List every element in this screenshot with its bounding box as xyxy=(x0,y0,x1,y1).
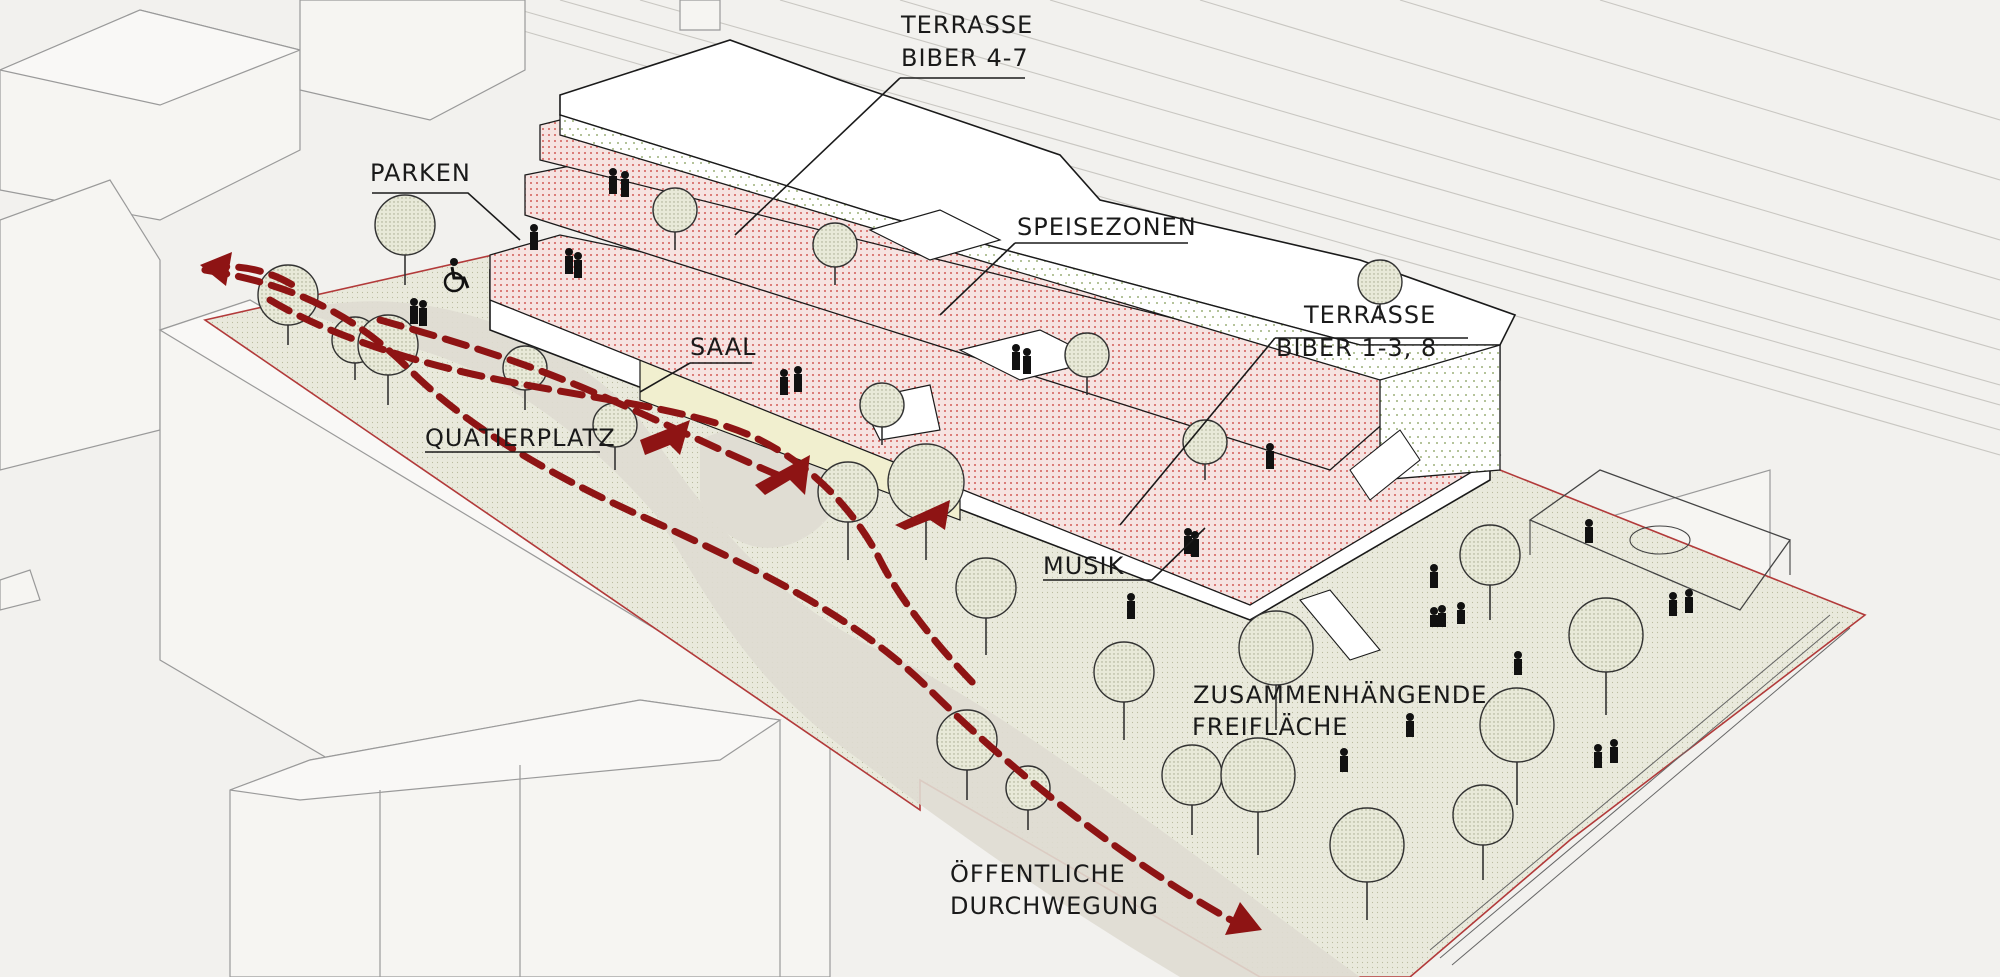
tree-symbol-icon xyxy=(1182,419,1228,480)
person-silhouette-icon xyxy=(410,298,418,324)
person-silhouette-icon xyxy=(1430,607,1438,627)
person-silhouette-icon xyxy=(565,248,573,274)
tree-symbol-icon xyxy=(1005,765,1051,830)
arrow-icon xyxy=(200,252,232,286)
tree-symbol-icon xyxy=(1238,610,1314,730)
label-terrasse-biber-4-7-line2: BIBER 4-7 xyxy=(901,44,1029,72)
tree-symbol-icon xyxy=(1459,524,1521,620)
label-freiflaeche-line1: ZUSAMMENHÄNGENDE xyxy=(1193,680,1487,709)
tree-symbol-icon xyxy=(1064,332,1110,395)
person-silhouette-icon xyxy=(609,168,617,194)
label-saal: SAAL xyxy=(690,333,757,361)
tree-symbol-icon xyxy=(1161,744,1223,835)
tree-symbol-icon xyxy=(812,222,858,285)
person-silhouette-icon xyxy=(1430,564,1438,588)
arrow-icon xyxy=(755,455,810,495)
person-silhouette-icon xyxy=(1669,592,1677,616)
tree-symbol-icon xyxy=(817,461,879,560)
person-silhouette-icon xyxy=(1438,605,1446,627)
tree-symbol-icon xyxy=(374,194,436,285)
tree-symbol-icon xyxy=(936,709,998,800)
person-silhouette-icon xyxy=(1340,748,1348,772)
person-silhouette-icon xyxy=(419,300,427,326)
leader-lines xyxy=(372,77,1468,581)
trees xyxy=(257,187,1644,920)
person-silhouette-icon xyxy=(574,252,582,278)
tree-symbol-icon xyxy=(859,382,905,445)
person-silhouette-icon xyxy=(1127,593,1135,619)
tree-symbol-icon xyxy=(1452,784,1514,880)
person-silhouette-icon xyxy=(780,369,788,395)
person-silhouette-icon xyxy=(1594,744,1602,768)
label-musik: MUSIK xyxy=(1043,552,1125,580)
tree-symbol-icon xyxy=(1220,737,1296,855)
label-parken: PARKEN xyxy=(370,159,471,187)
label-speisezonen: SPEISEZONEN xyxy=(1017,213,1197,241)
person-silhouette-icon xyxy=(1514,651,1522,675)
tree-symbol-icon xyxy=(1329,807,1405,920)
tree-symbol-icon xyxy=(1093,641,1155,740)
wheelchair-icon xyxy=(443,258,470,293)
public-route xyxy=(200,252,1262,935)
person-silhouette-icon xyxy=(1457,602,1465,624)
tree-symbol-icon xyxy=(1568,597,1644,715)
arrow-icon xyxy=(895,500,950,530)
person-silhouette-icon xyxy=(1266,443,1274,469)
tree-symbol-icon xyxy=(955,557,1017,655)
person-silhouette-icon xyxy=(1406,713,1414,737)
main-building xyxy=(489,39,1517,661)
person-silhouette-icon xyxy=(1610,739,1618,763)
labels: TERRASSE BIBER 4-7 PARKEN SPEISEZONEN TE… xyxy=(370,11,1487,920)
people xyxy=(410,168,1693,772)
person-silhouette-icon xyxy=(530,224,538,250)
sports-field xyxy=(1429,469,1851,966)
label-terrasse-biber-1-3-8-line2: BIBER 1-3, 8 xyxy=(1276,334,1437,362)
tree-symbol-icon xyxy=(652,187,698,250)
tree-symbol-icon xyxy=(257,264,319,345)
label-terrasse-biber-4-7-line1: TERRASSE xyxy=(900,11,1033,39)
person-silhouette-icon xyxy=(1191,531,1199,557)
label-terrasse-biber-1-3-8-line1: TERRASSE xyxy=(1303,301,1436,329)
arrow-icon xyxy=(1225,902,1262,935)
tree-symbol-icon xyxy=(1357,259,1403,320)
label-durchwegung-line1: ÖFFENTLICHE xyxy=(950,859,1126,888)
label-freiflaeche-line2: FREIFLÄCHE xyxy=(1192,712,1348,741)
person-silhouette-icon xyxy=(1585,519,1593,543)
person-silhouette-icon xyxy=(794,366,802,392)
person-silhouette-icon xyxy=(1023,348,1031,374)
person-silhouette-icon xyxy=(1012,344,1020,370)
tree-symbol-icon xyxy=(1479,687,1555,805)
arrow-icon xyxy=(640,420,690,455)
person-silhouette-icon xyxy=(621,171,629,197)
label-quartierplatz: QUATIERPLATZ xyxy=(425,424,616,452)
person-silhouette-icon xyxy=(1685,589,1693,613)
label-durchwegung-line2: DURCHWEGUNG xyxy=(950,892,1159,920)
